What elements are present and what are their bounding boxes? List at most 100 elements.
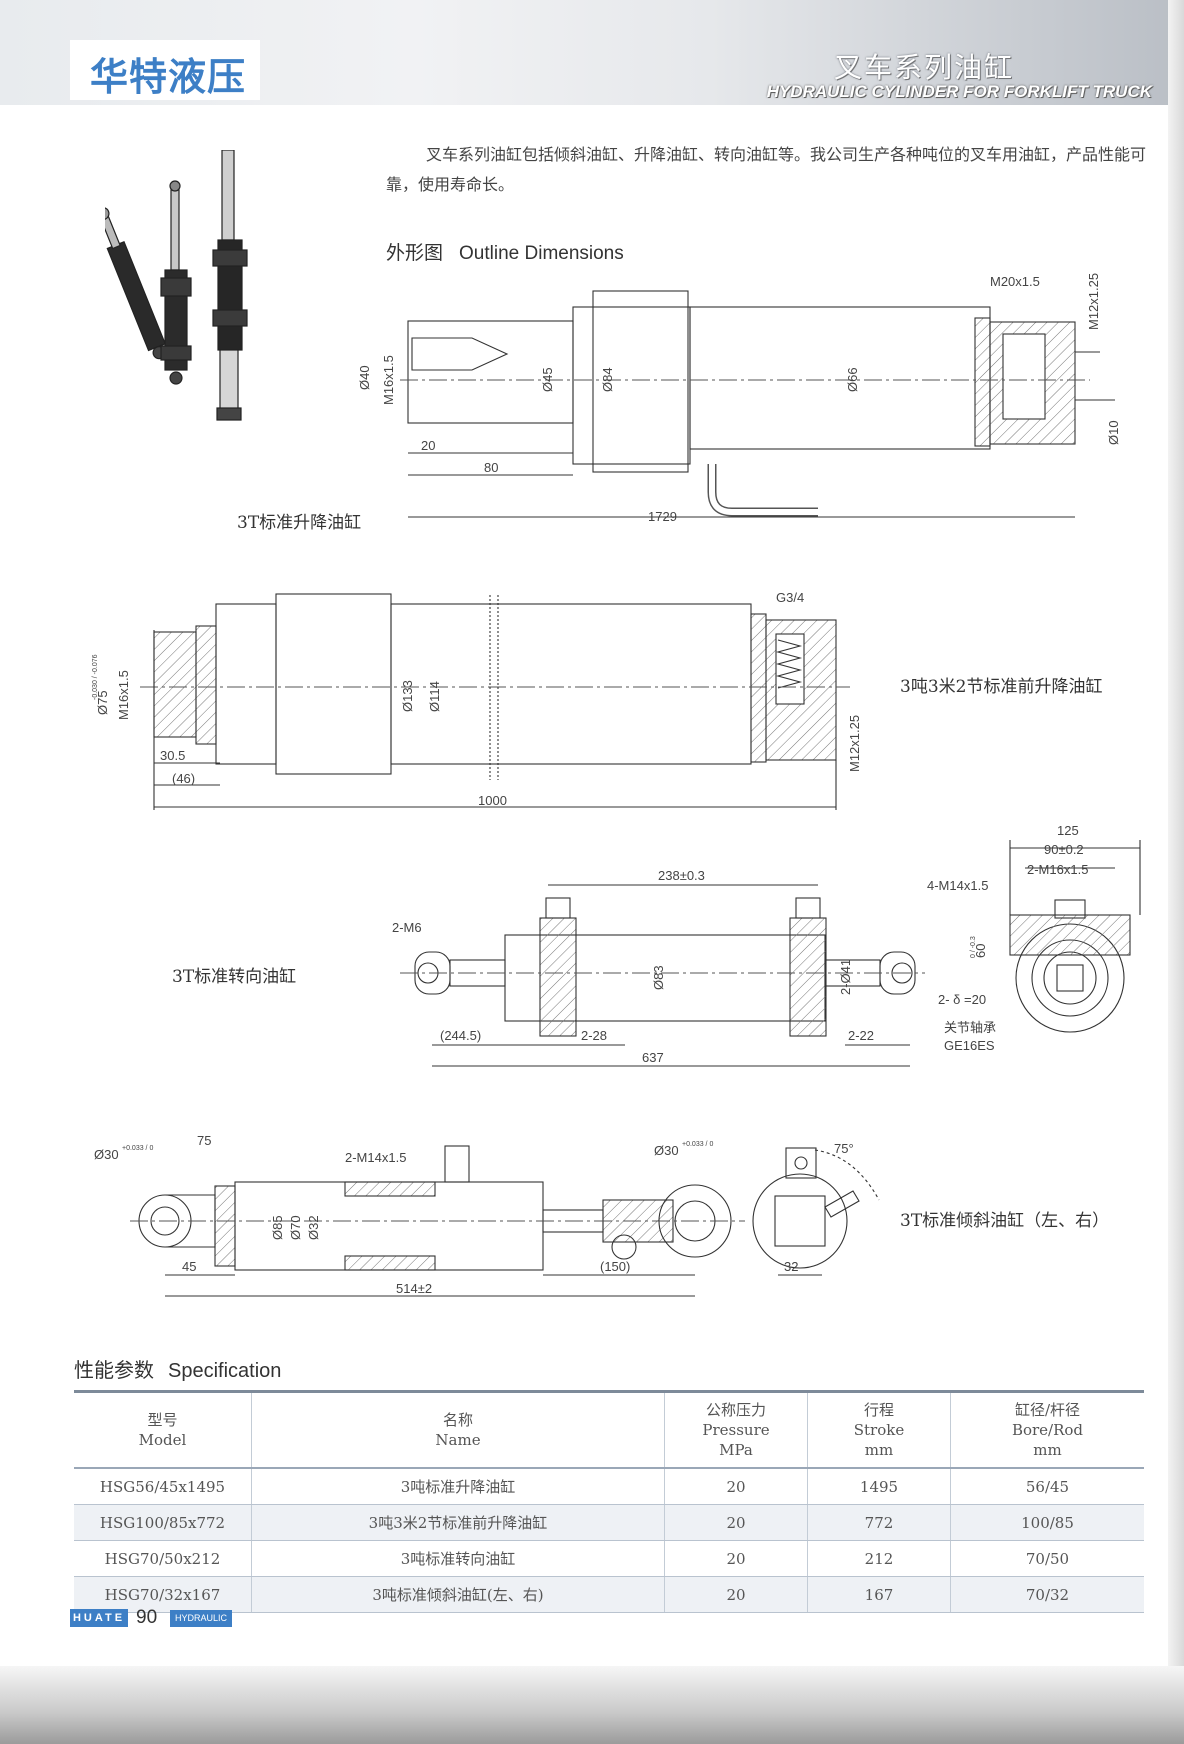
dim-150: (150): [600, 1259, 630, 1274]
dim-d32: Ø32: [306, 1215, 321, 1240]
dim-d10: Ø10: [1106, 420, 1121, 445]
dim-d30-b-tol: +0.033 / 0: [682, 1141, 713, 1148]
dim-45: 45: [182, 1259, 196, 1274]
dim-d40: Ø40: [357, 365, 372, 390]
caption-front-lift-cylinder: 3吨3米2节标准前升降油缸: [900, 677, 1103, 697]
dim-d66: Ø66: [845, 367, 860, 392]
drawing-lift-cylinder: [400, 290, 1115, 518]
dim-g34: G3/4: [776, 590, 804, 605]
caption-steering-cylinder: 3T标准转向油缸: [172, 967, 297, 987]
dim-244-5: (244.5): [440, 1028, 481, 1043]
series-title-zh: 叉车系列油缸: [833, 51, 1014, 84]
dim-46: (46): [172, 771, 195, 786]
dim-238: 238±0.3: [658, 868, 705, 883]
dim-m12-b: M12x1.25: [847, 715, 862, 772]
drawing-front-lift-cylinder: [140, 593, 850, 810]
cell-model: HSG70/50x212: [74, 1540, 252, 1577]
drawing-tilt-cylinder: [130, 1145, 880, 1297]
dim-d84: Ø84: [600, 367, 615, 392]
page-bottom-shadow: [0, 1666, 1184, 1744]
footer-tag: HYDRAULIC: [170, 1610, 232, 1627]
table-row: HSG56/45x1495 3吨标准升降油缸 20 1495 56/45: [74, 1468, 1144, 1505]
dim-75deg: 75°: [834, 1141, 854, 1156]
table-row: HSG70/32x167 3吨标准倾斜油缸(左、右) 20 167 70/32: [74, 1576, 1144, 1613]
cell-pressure: 20: [664, 1576, 808, 1613]
cell-stroke: 167: [807, 1576, 951, 1613]
dim-60-tol: 0 / -0.3: [970, 936, 977, 958]
series-title-en: HYDRAULIC CYLINDER FOR FORKLIFT TRUCK: [766, 82, 1152, 101]
page-header: 华特液压 叉车系列油缸 HYDRAULIC CYLINDER FOR FORKL…: [0, 0, 1184, 105]
dim-2-28: 2-28: [581, 1028, 607, 1043]
dim-d83: Ø83: [651, 965, 666, 990]
table-row: HSG100/85x772 3吨3米2节标准前升降油缸 20 772 100/8…: [74, 1504, 1144, 1541]
cell-pressure: 20: [664, 1540, 808, 1577]
dim-d70: Ø70: [288, 1215, 303, 1240]
footer-brand: HUATE: [70, 1609, 128, 1627]
cell-name: 3吨标准转向油缸: [251, 1540, 665, 1577]
page-edge-shadow: [1168, 0, 1184, 1744]
caption-tilt-cylinder: 3T标准倾斜油缸（左、右）: [900, 1211, 1110, 1231]
caption-lift-cylinder: 3T标准升降油缸: [237, 513, 362, 533]
dim-2m14: 2-M14x1.5: [345, 1150, 406, 1165]
drawing-steering-cylinder: [400, 840, 1141, 1067]
product-photo: [105, 150, 248, 421]
dim-m16: M16x1.5: [381, 355, 396, 405]
dim-30-5: 30.5: [160, 748, 185, 763]
dim-d75-tol: -0.030 / -0.076: [92, 654, 99, 700]
cell-bore-rod: 70/50: [950, 1540, 1144, 1577]
dim-d133: Ø133: [400, 680, 415, 712]
cell-stroke: 1495: [807, 1468, 951, 1505]
cell-name: 3吨标准倾斜油缸(左、右): [251, 1576, 665, 1613]
dim-90: 90±0.2: [1044, 842, 1084, 857]
cell-bore-rod: 100/85: [950, 1504, 1144, 1541]
dim-1000: 1000: [478, 793, 507, 808]
dim-125: 125: [1057, 823, 1079, 838]
dim-2m16: 2-M16x1.5: [1027, 862, 1088, 877]
outline-drawings: M20x1.5 M12x1.25 Ø40 M16x1.5 Ø45 Ø84 Ø66…: [92, 273, 1141, 1297]
dim-2d20: 2- δ =20: [938, 992, 986, 1007]
label-ge16es: GE16ES: [944, 1038, 995, 1053]
cell-stroke: 772: [807, 1504, 951, 1541]
dim-75: 75: [197, 1133, 211, 1148]
dim-d30-a-tol: +0.033 / 0: [122, 1145, 153, 1152]
dim-514: 514±2: [396, 1281, 432, 1296]
dim-60: 60: [973, 944, 988, 958]
dim-m12: M12x1.25: [1086, 273, 1101, 330]
dim-20: 20: [421, 438, 435, 453]
brand-logo: 华特液压: [70, 40, 260, 100]
page-number: 90: [136, 1607, 158, 1628]
dim-m20: M20x1.5: [990, 274, 1040, 289]
dim-m16-b: M16x1.5: [116, 670, 131, 720]
dim-80: 80: [484, 460, 498, 475]
dim-2m6: 2-M6: [392, 920, 422, 935]
dim-d114: Ø114: [427, 681, 442, 712]
cell-name: 3吨3米2节标准前升降油缸: [251, 1504, 665, 1541]
dim-d30-b: Ø30: [654, 1143, 679, 1158]
dim-1729: 1729: [648, 509, 677, 524]
cell-bore-rod: 70/32: [950, 1576, 1144, 1613]
dim-4m14: 4-M14x1.5: [927, 878, 988, 893]
dim-d75: Ø75: [95, 690, 110, 715]
intro-paragraph: 叉车系列油缸包括倾斜油缸、升降油缸、转向油缸等。我公司生产各种吨位的叉车用油缸，…: [386, 145, 1147, 194]
cell-bore-rod: 56/45: [950, 1468, 1144, 1505]
cell-name: 3吨标准升降油缸: [251, 1468, 665, 1505]
dim-d45: Ø45: [540, 367, 555, 392]
dim-2d41: 2-Ø41: [838, 959, 853, 995]
photo-cylinder-mid: [160, 180, 192, 385]
dim-2-22: 2-22: [848, 1028, 874, 1043]
photo-cylinder-tall: [212, 150, 248, 421]
cell-pressure: 20: [664, 1468, 808, 1505]
cell-model: HSG56/45x1495: [74, 1468, 252, 1505]
cell-model: HSG70/32x167: [74, 1576, 252, 1613]
cell-stroke: 212: [807, 1540, 951, 1577]
